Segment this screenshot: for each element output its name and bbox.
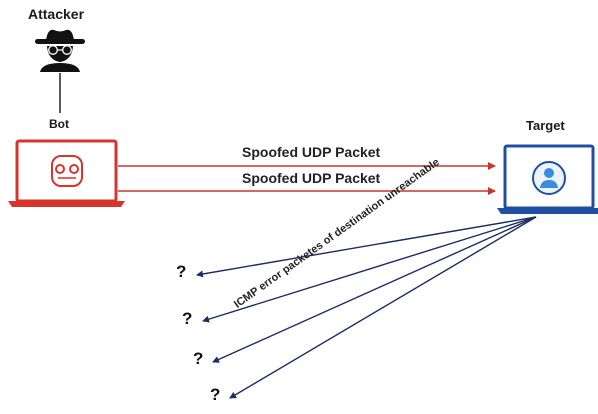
attacker-icon [35,29,85,72]
unknown-source-mark: ? [176,262,187,281]
target-laptop [497,144,598,214]
udp-packet-label: Spoofed UDP Packet [242,144,381,160]
icmp-error-arrow [202,216,537,323]
bot-laptop [8,139,125,207]
unknown-source-mark: ? [210,385,221,404]
user-avatar-icon [532,161,566,195]
target-label: Target [526,118,565,133]
icmp-error-arrow [212,216,537,363]
unknown-source-mark: ? [182,309,193,328]
icmp-error-arrow [229,216,537,399]
bot-label: Bot [49,117,69,131]
attacker-label: Attacker [28,6,85,22]
unknown-source-mark: ? [193,349,204,368]
udp-packet-label: Spoofed UDP Packet [242,170,381,186]
bot-robot-face-icon [51,155,83,187]
icmp-error-arrow [196,216,537,278]
